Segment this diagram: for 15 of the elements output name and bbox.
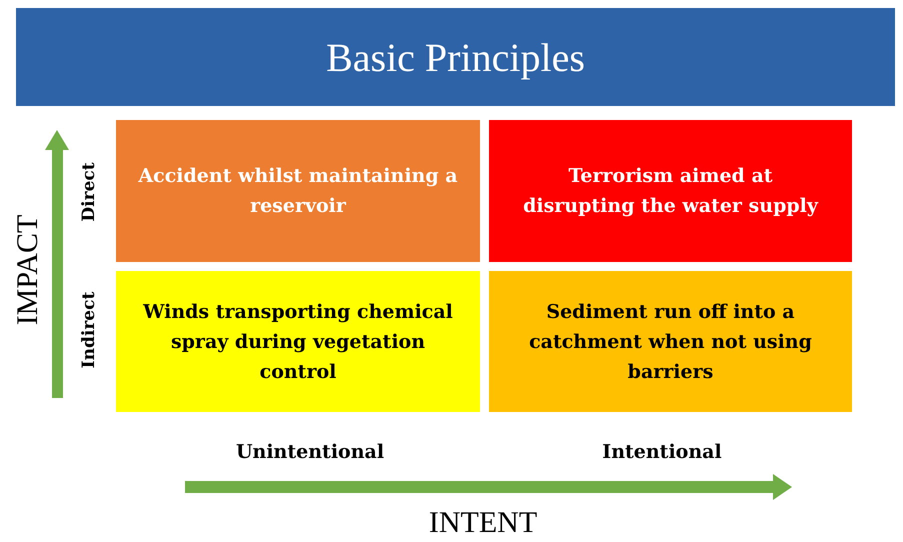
title-banner: Basic Principles <box>16 8 895 106</box>
axis-tick-label: Intentional <box>602 441 722 463</box>
quadrant-box <box>116 120 480 262</box>
axis-label: INTENT <box>428 506 538 540</box>
quadrant-text: Terrorism aimed at disrupting the water supply <box>522 164 820 219</box>
quadrant-box <box>489 271 852 412</box>
axis-label: IMPACT <box>11 214 45 326</box>
axis-tick-label: Direct <box>79 162 99 222</box>
quadrant-box <box>489 120 852 262</box>
quadrant-box <box>116 271 480 412</box>
quadrant-text: Winds transporting chemical spray during vegetation control <box>142 300 454 384</box>
quadrant-text: Sediment run off into a catchment when not using barriers <box>528 300 813 384</box>
quadrant-text: Accident whilst maintaining a reservoir <box>138 164 458 219</box>
axis-tick-label: Indirect <box>79 292 99 368</box>
axis-tick-label: Unintentional <box>236 441 384 463</box>
